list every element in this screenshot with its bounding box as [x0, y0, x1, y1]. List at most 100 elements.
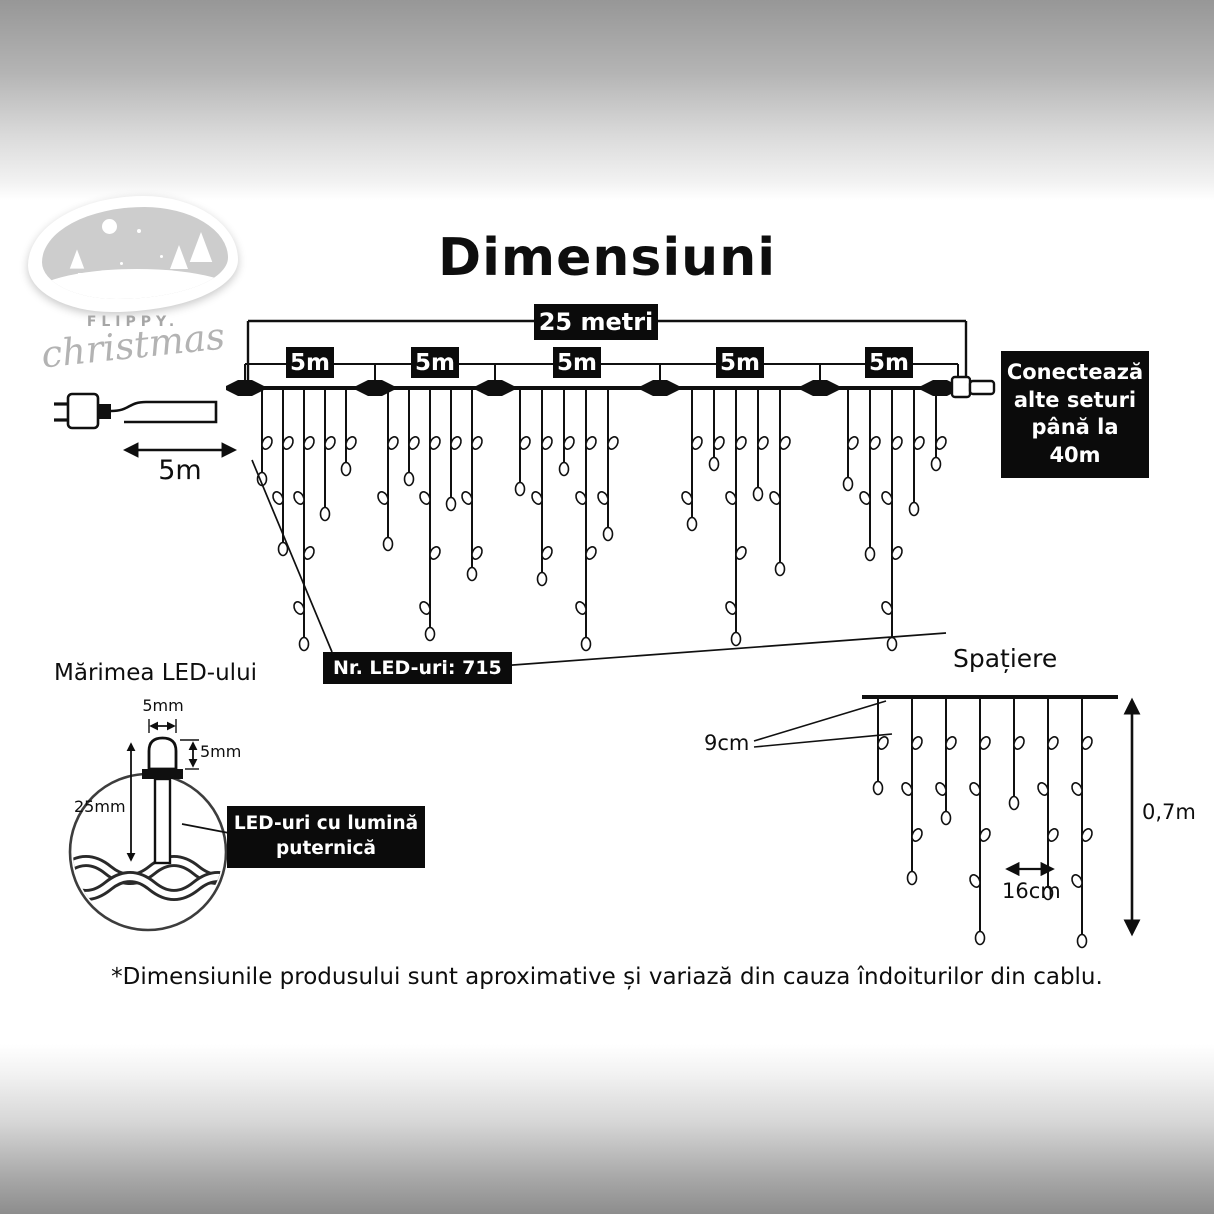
tree-icon: [170, 245, 188, 269]
led-bulb: [974, 930, 986, 946]
led-bulb: [471, 546, 483, 560]
led-bulb: [558, 461, 570, 477]
led-magnifier: [68, 719, 230, 932]
led-bulb: [324, 436, 336, 450]
wire-connector-icon: [801, 380, 839, 396]
led-total-height-label: 25mm: [74, 797, 126, 816]
section-length-box-3: 5m: [553, 347, 601, 378]
led-bulb: [580, 636, 592, 652]
moon-icon: [102, 219, 117, 234]
led-bulb: [735, 546, 747, 560]
led-bulb: [429, 546, 441, 560]
snow-dot: [120, 262, 123, 265]
led-bulb: [303, 546, 315, 560]
connect-sets-box: Conectează alte seturi până la 40m: [1001, 351, 1149, 478]
snow-ground: [42, 269, 228, 299]
led-bulb: [1008, 795, 1020, 811]
section-ticks: [244, 364, 959, 388]
led-callout-line1: LED-uri cu lumină: [233, 813, 419, 835]
power-plug-icon: [54, 392, 111, 430]
led-bulb: [911, 736, 923, 750]
led-bulb: [1013, 736, 1025, 750]
led-bulb: [403, 471, 415, 487]
snow-dot: [160, 255, 163, 258]
led-bulb-diagram: [142, 736, 183, 865]
led-callout-line2: puternică: [276, 838, 376, 859]
led-bulb: [585, 436, 597, 450]
logo-winter-scene: [42, 207, 228, 299]
led-bulb: [1081, 828, 1093, 842]
led-bulb: [536, 571, 548, 587]
led-bulb: [519, 436, 531, 450]
led-bulb: [945, 736, 957, 750]
wire-connector-icon: [921, 380, 959, 396]
led-bulb: [1076, 933, 1088, 949]
led-bulb: [901, 782, 913, 796]
led-bulb: [906, 870, 918, 886]
led-cap-height-label: 5mm: [200, 742, 242, 761]
led-bulb: [913, 436, 925, 450]
lead-length-label: 5m: [158, 455, 202, 486]
led-bulb: [419, 601, 431, 615]
connect-sets-line2: alte seturi: [1013, 387, 1137, 412]
led-bulb: [563, 436, 575, 450]
led-bulb: [541, 436, 553, 450]
led-bulb: [282, 436, 294, 450]
connect-sets-line3: până la 40m: [1031, 415, 1119, 468]
led-bulb: [277, 541, 289, 557]
led-bulb: [607, 436, 619, 450]
led-bulb: [881, 491, 893, 505]
wire-connectors: [226, 380, 959, 396]
led-bulb: [979, 828, 991, 842]
snow-dot: [137, 229, 141, 233]
led-bulb: [340, 461, 352, 477]
led-bulb: [514, 481, 526, 497]
led-bulb: [969, 782, 981, 796]
led-bulb: [1037, 782, 1049, 796]
led-bulb: [408, 436, 420, 450]
led-bulb: [842, 476, 854, 492]
led-bulb: [575, 601, 587, 615]
drop-spacing-pointers: [753, 700, 893, 748]
led-bulb: [1047, 828, 1059, 842]
led-bulb: [752, 486, 764, 502]
led-bulb: [891, 436, 903, 450]
led-bulb: [881, 601, 893, 615]
led-bulb: [424, 626, 436, 642]
section-length-box-2: 5m: [411, 347, 459, 378]
tree-icon: [69, 249, 85, 269]
drop-spacing-label: 9cm: [704, 731, 750, 755]
logo-brand-text: FLIPPY.: [86, 314, 180, 330]
strand-spacing-label: 16cm: [1002, 879, 1061, 903]
led-bulb: [293, 491, 305, 505]
led-bulb: [575, 491, 587, 505]
led-bulb: [691, 436, 703, 450]
led-bulb: [686, 516, 698, 532]
led-bulb: [869, 436, 881, 450]
led-bulb: [864, 546, 876, 562]
led-bulb: [940, 810, 952, 826]
led-bulb: [769, 491, 781, 505]
led-bulb: [1042, 885, 1054, 901]
led-bulb: [541, 546, 553, 560]
connect-sets-line1: Conectează: [1006, 360, 1144, 384]
footnote: *Dimensiunile produsului sunt aproximati…: [111, 964, 1103, 990]
led-bulb: [261, 436, 273, 450]
total-length-box: 25 metri: [534, 304, 658, 340]
led-bulb: [872, 780, 884, 796]
led-bulb: [877, 736, 889, 750]
led-bulb: [461, 491, 473, 505]
led-bulb: [935, 782, 947, 796]
logo-cloud-shape: [28, 196, 238, 312]
flippy-christmas-logo: FLIPPY. christmas: [26, 196, 248, 392]
led-bulb: [345, 436, 357, 450]
led-bulb: [597, 491, 609, 505]
callout-pointer: [181, 823, 230, 834]
section-length-box-1: 5m: [286, 347, 334, 378]
led-bulb: [886, 636, 898, 652]
curtain-height-label: 0,7m: [1142, 800, 1196, 824]
wire-connector-icon: [356, 380, 394, 396]
spacing-heading: Spațiere: [953, 644, 1058, 673]
led-bulb: [735, 436, 747, 450]
